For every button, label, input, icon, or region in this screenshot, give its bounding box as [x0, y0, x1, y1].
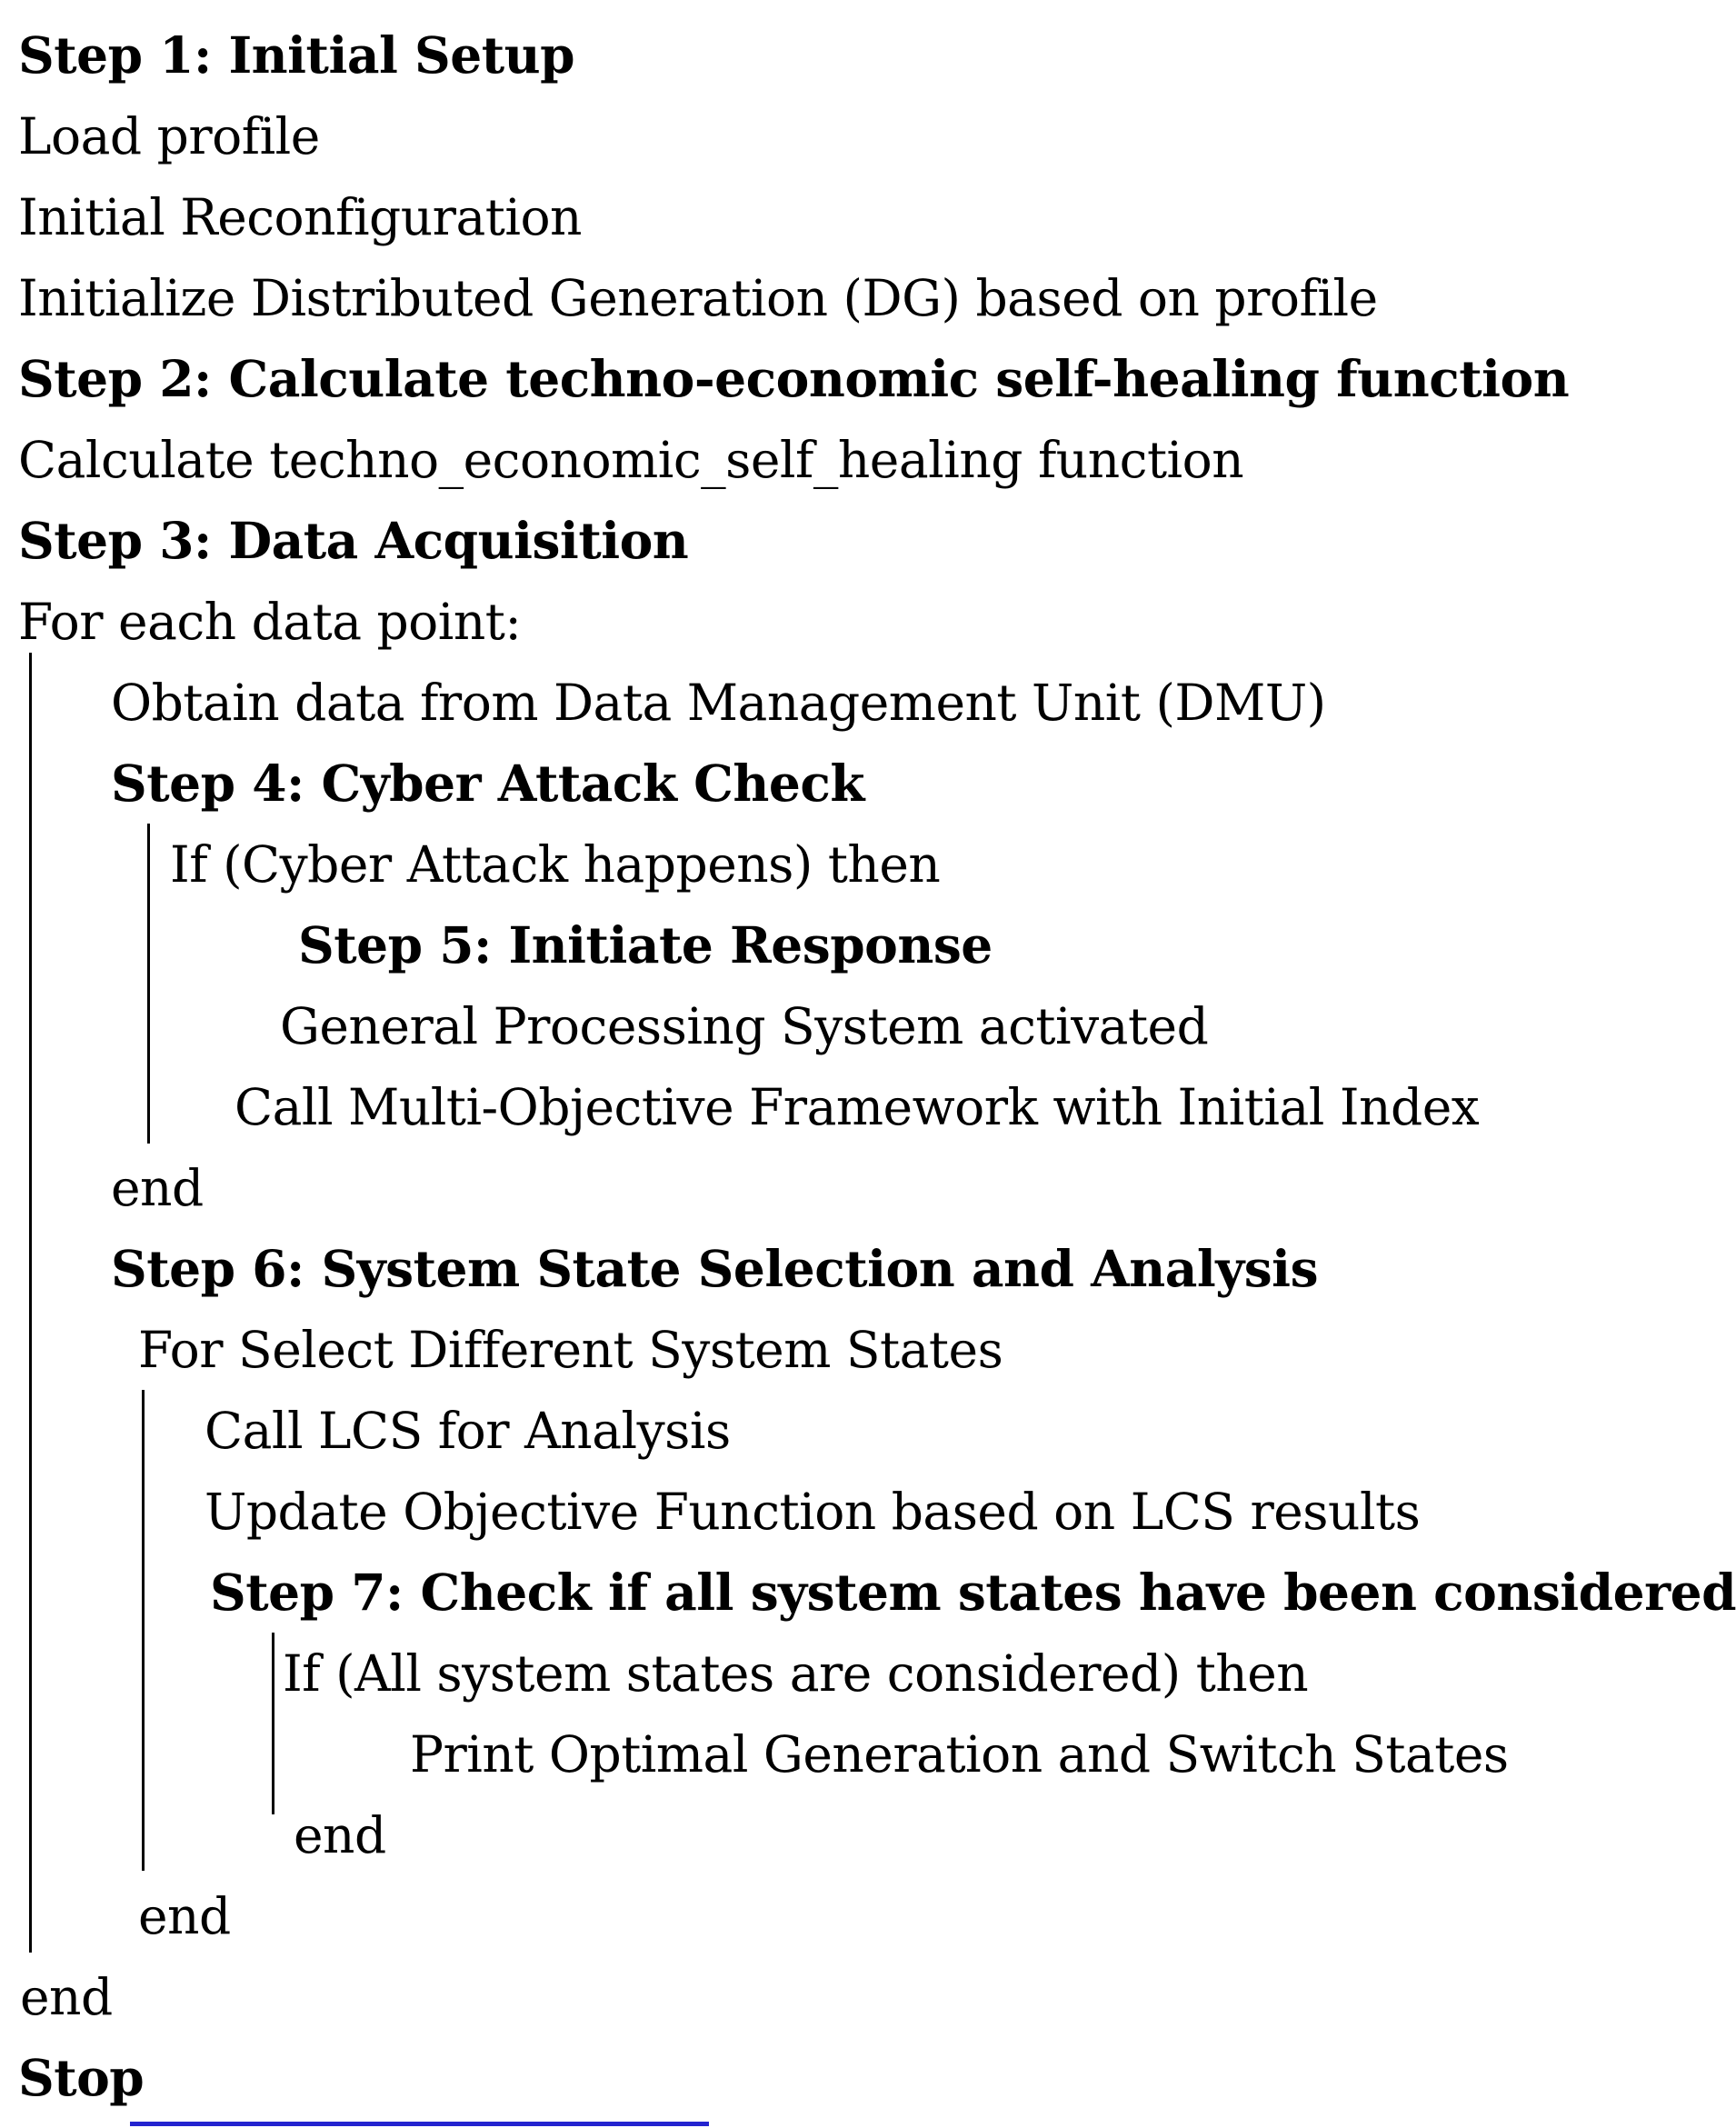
- pseudocode-line: Call LCS for Analysis: [205, 1401, 731, 1460]
- bottom-divider: [130, 2122, 709, 2126]
- pseudocode-line: Calculate techno_economic_self_healing f…: [18, 430, 1244, 489]
- pseudocode-line: Print Optimal Generation and Switch Stat…: [410, 1724, 1509, 1783]
- pseudocode-line: Step 2: Calculate techno-economic self-h…: [18, 349, 1570, 408]
- pseudocode-line: Obtain data from Data Management Unit (D…: [111, 673, 1326, 732]
- scope-bar: [29, 653, 32, 1953]
- pseudocode-line: Step 1: Initial Setup: [18, 25, 575, 85]
- scope-bar: [142, 1390, 145, 1871]
- pseudocode-line: Initial Reconfiguration: [18, 187, 582, 246]
- pseudocode-line: Step 6: System State Selection and Analy…: [111, 1239, 1319, 1298]
- pseudocode-line: For each data point:: [18, 592, 522, 651]
- pseudocode-line: Step 5: Initiate Response: [298, 915, 993, 974]
- pseudocode-line: end: [294, 1805, 386, 1864]
- pseudocode-line: Stop: [18, 2048, 145, 2107]
- pseudocode-line: General Processing System activated: [280, 996, 1209, 1055]
- pseudocode-line: If (Cyber Attack happens) then: [170, 834, 941, 894]
- pseudocode-line: end: [20, 1967, 113, 2026]
- pseudocode-line: Update Objective Function based on LCS r…: [205, 1482, 1421, 1541]
- pseudocode-line: end: [138, 1886, 231, 1945]
- pseudocode-line: Step 3: Data Acquisition: [18, 511, 689, 570]
- pseudocode-line: Step 4: Cyber Attack Check: [111, 754, 865, 813]
- pseudocode-line: Load profile: [18, 106, 320, 165]
- pseudocode-line: Initialize Distributed Generation (DG) b…: [18, 268, 1378, 327]
- pseudocode-line: Call Multi-Objective Framework with Init…: [234, 1077, 1480, 1136]
- scope-bar: [272, 1633, 274, 1814]
- pseudocode-line: For Select Different System States: [138, 1320, 1003, 1379]
- pseudocode-line: If (All system states are considered) th…: [283, 1643, 1309, 1703]
- pseudocode-line: Step 7: Check if all system states have …: [210, 1563, 1736, 1622]
- pseudocode-line: end: [111, 1158, 204, 1217]
- scope-bar: [147, 824, 150, 1144]
